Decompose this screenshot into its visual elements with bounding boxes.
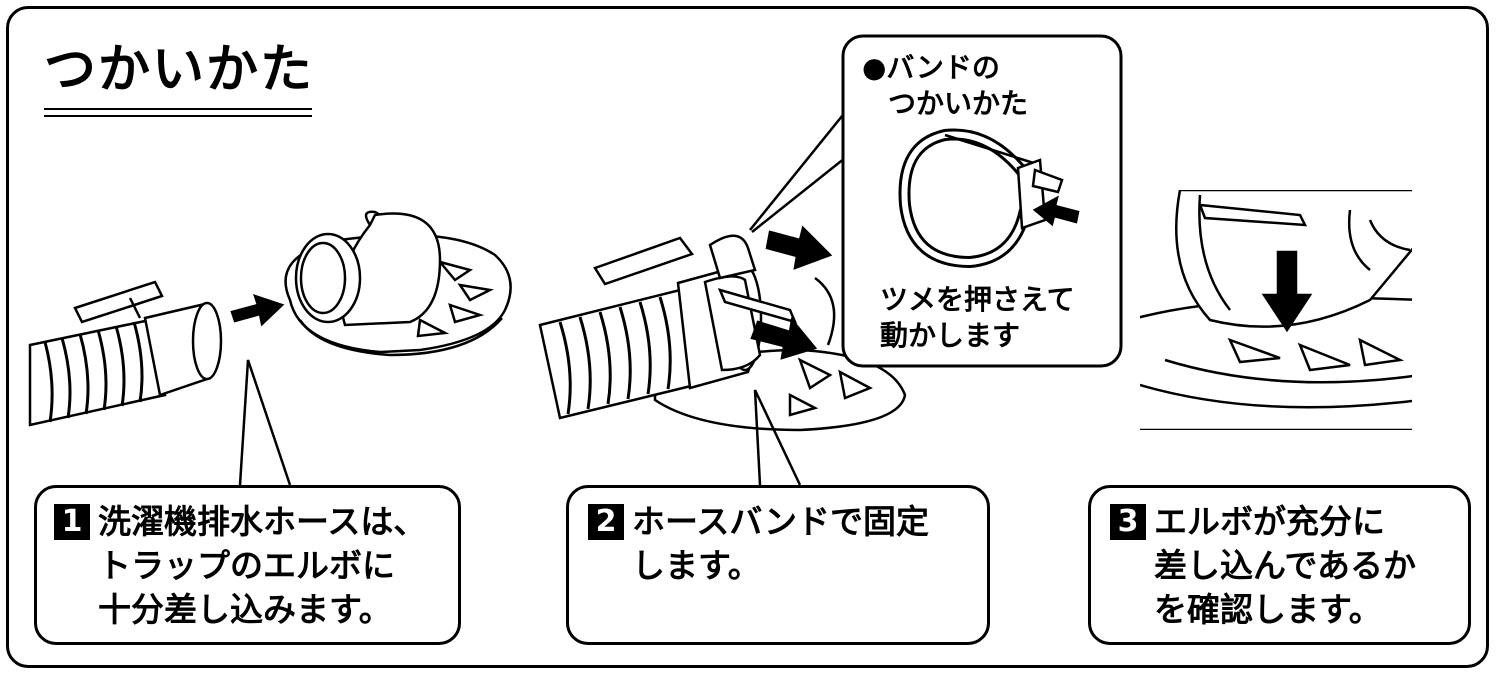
step3-box bbox=[1088, 485, 1471, 645]
step3-line1: エルボが充分に bbox=[1154, 502, 1385, 541]
band-heading-line2: つかいかた bbox=[888, 87, 1029, 120]
callout-connector bbox=[749, 99, 856, 233]
step2-box bbox=[566, 485, 990, 645]
page-title: つかいかた bbox=[44, 40, 315, 100]
title-double-underline bbox=[44, 108, 312, 117]
band-note-line1: ツメを押さえて bbox=[880, 283, 1075, 316]
step1-line3: 十分差し込みます。 bbox=[98, 590, 392, 629]
band-note-line2: 動かします bbox=[880, 319, 1021, 352]
step2-line2: します。 bbox=[632, 546, 761, 585]
band-press-arrow-icon bbox=[1032, 195, 1080, 227]
step2-arrow-lower-icon bbox=[750, 317, 818, 360]
step3-line3: を確認します。 bbox=[1154, 590, 1382, 629]
step1-line2: トラップのエルボに bbox=[98, 546, 395, 585]
step2-arrow-upper-icon bbox=[765, 225, 833, 270]
step3-illustration bbox=[1140, 190, 1412, 430]
step1-band-clip bbox=[73, 280, 164, 324]
step1-number-badge: 1 bbox=[54, 504, 90, 540]
step1-illustration bbox=[28, 210, 512, 427]
step2-band-clip bbox=[593, 236, 695, 286]
step2-line1: ホースバンドで固定 bbox=[632, 502, 929, 541]
band-detail-callout bbox=[841, 34, 1123, 368]
step3-line2: 差し込んであるか bbox=[1154, 546, 1417, 585]
step3-check-arrow-icon bbox=[1261, 250, 1313, 333]
step-box-pointers bbox=[238, 359, 802, 486]
band-detail-illustration bbox=[898, 128, 1080, 269]
step2-number-badge: 2 bbox=[588, 504, 624, 540]
step2-illustration bbox=[538, 99, 907, 432]
step3-number-badge: 3 bbox=[1110, 504, 1146, 540]
step1-corrugated-hose bbox=[28, 318, 167, 427]
band-heading-line1: ●バンドの bbox=[862, 51, 1000, 84]
step1-line1: 洗濯機排水ホースは、 bbox=[98, 502, 427, 541]
step3-band-clip bbox=[1198, 203, 1308, 227]
band-buckle bbox=[1016, 158, 1047, 230]
band-tongue bbox=[1031, 168, 1064, 194]
step1-elbow bbox=[294, 210, 442, 327]
step1-box bbox=[34, 485, 461, 645]
step1-insert-arrow-icon bbox=[230, 294, 285, 327]
